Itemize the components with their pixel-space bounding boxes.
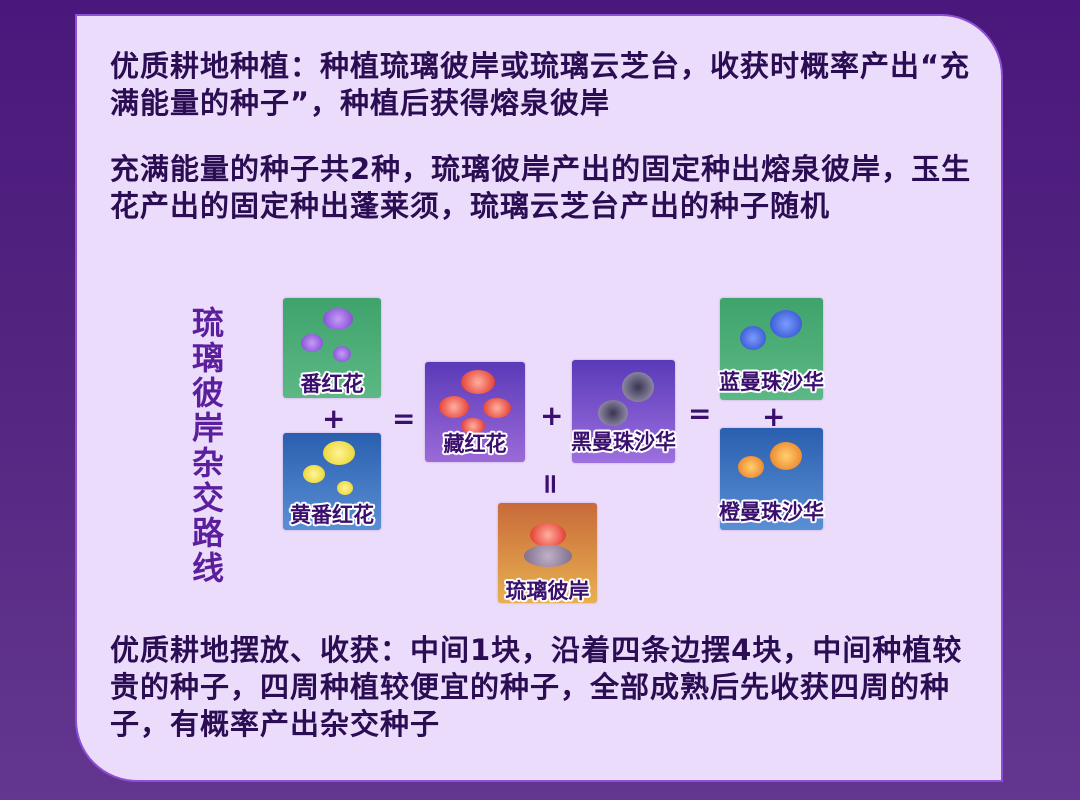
title-char: 璃: [191, 339, 224, 377]
plant-tile-yellow-crocus: 黄番红花: [283, 433, 381, 530]
crocus-image: [283, 298, 381, 398]
plant-label: 黄番红花: [290, 503, 374, 527]
glass-higan-image: [498, 503, 597, 603]
title-char: 路: [191, 514, 224, 552]
plant-label: 番红花: [300, 372, 364, 396]
plant-label: 蓝曼珠沙华: [719, 370, 824, 394]
blue-lycoris-image: [720, 298, 823, 400]
plant-label: 琉璃彼岸: [505, 579, 590, 603]
paragraph-seeds: 充满能量的种子共2种，琉璃彼岸产出的固定种出熔泉彼岸，玉生花产出的固定种出蓬莱须…: [110, 152, 972, 223]
yellow-crocus-image: [283, 433, 381, 530]
title-char: 琉: [191, 304, 224, 342]
plus-operator: +: [762, 400, 786, 433]
equals-operator: =: [392, 402, 416, 435]
paragraph-planting: 优质耕地种植：种植琉璃彼岸或琉璃云芝台，收获时概率产出“充满能量的种子”，种植后…: [110, 49, 971, 120]
title-char: 线: [191, 549, 224, 587]
plant-tile-orange-lycoris: 橙曼珠沙华: [719, 428, 824, 530]
plant-label: 藏红花: [443, 432, 507, 456]
equals-operator: =: [688, 397, 712, 430]
plus-operator: +: [540, 399, 564, 432]
plant-label: 橙曼珠沙华: [719, 500, 824, 524]
diagram-title: 琉 璃 彼 岸 杂 交 路 线: [188, 306, 228, 586]
plant-tile-glass-higan: 琉璃彼岸: [498, 503, 597, 603]
saffron-image: [425, 362, 525, 462]
paragraph-placement: 优质耕地摆放、收获：中间1块，沿着四条边摆4块，中间种植较贵的种子，四周种植较便…: [110, 633, 963, 741]
plus-operator: +: [322, 402, 346, 435]
orange-lycoris-image: [720, 428, 823, 530]
title-char: 彼: [191, 374, 224, 412]
title-char: 岸: [191, 409, 224, 447]
plant-tile-saffron: 藏红花: [425, 362, 525, 462]
equals-operator: =: [534, 472, 568, 496]
plant-tile-blue-lycoris: 蓝曼珠沙华: [719, 298, 824, 400]
plant-tile-crocus: 番红花: [283, 298, 381, 398]
black-lycoris-image: [572, 360, 675, 463]
plant-tile-black-lycoris: 黑曼珠沙华: [571, 360, 676, 463]
plant-label: 黑曼珠沙华: [571, 430, 676, 454]
info-card: [75, 14, 1003, 782]
title-char: 杂: [191, 444, 224, 482]
title-char: 交: [191, 479, 224, 517]
